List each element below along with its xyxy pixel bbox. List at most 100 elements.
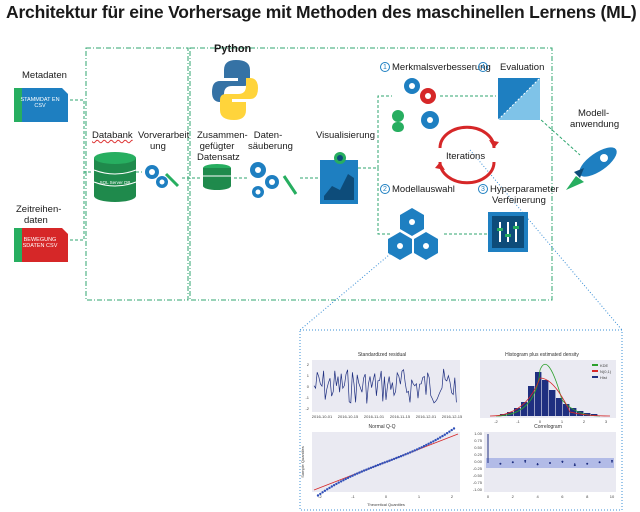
preprocessing-label-1: Vorverarbeit <box>138 130 190 141</box>
timeseries-label-2: daten <box>24 215 48 226</box>
residual-xtick: 2016-12-01 <box>416 414 437 419</box>
qq-point <box>418 447 421 450</box>
db-caption: SQL Server DB <box>99 180 131 185</box>
connector-metadata <box>70 99 92 173</box>
visualization-icon <box>320 152 358 204</box>
qq-xtick: -2 <box>318 494 322 499</box>
residual-plot-area <box>312 360 460 412</box>
merged-label-3: Datensatz <box>197 152 240 163</box>
metadata-doc: STAMMDAT EN CSV <box>20 97 60 109</box>
qq-point <box>390 458 393 461</box>
app-label-2: anwendung <box>570 119 620 130</box>
qq-point <box>349 475 352 478</box>
hist-bar <box>535 372 542 416</box>
qq-point <box>441 434 444 438</box>
qq-reference-line <box>313 433 459 491</box>
iterations-label: Iterations <box>446 151 486 162</box>
qq-point <box>376 463 380 467</box>
hist-legend-label: Hist <box>600 375 608 380</box>
residual-xtick: 2016-12-15 <box>442 414 463 419</box>
hyperparameter-label-2: Verfeinerung <box>492 195 546 206</box>
qq-ylabel: Sample Quantiles <box>300 446 305 478</box>
metadata-csv-icon <box>14 88 68 122</box>
corr-title: Correlogram <box>534 424 562 430</box>
merged-label-2: gefügter <box>199 141 235 152</box>
qq-point <box>351 474 354 477</box>
qq-point <box>402 454 405 457</box>
corr-xtick: 2 <box>512 494 515 499</box>
python-logo-icon <box>212 60 258 120</box>
hist-xtick: 2 <box>583 419 586 424</box>
qq-point <box>339 480 343 483</box>
qq-point <box>399 455 403 458</box>
residual-ytick: -1 <box>305 395 309 400</box>
qq-xtick: 2 <box>451 494 454 499</box>
hist-legend-swatch <box>592 364 598 366</box>
qq-point <box>383 461 386 464</box>
corr-xtick: 4 <box>536 494 539 499</box>
qq-title: Normal Q-Q <box>369 424 396 430</box>
qq-point <box>429 441 433 444</box>
qq-point <box>413 449 416 452</box>
connector-timeseries <box>70 172 85 241</box>
qq-point <box>452 427 456 430</box>
feature-gears-icon <box>392 78 439 132</box>
visualization-label: Visualisierung <box>316 130 375 141</box>
app-label-1: Modell- <box>578 108 610 119</box>
corr-point <box>499 462 502 465</box>
corr-ytick: 1.00 <box>474 431 483 436</box>
corr-ytick: 0.00 <box>474 459 483 464</box>
normal-curve <box>489 377 611 417</box>
qq-point <box>360 470 363 473</box>
qq-point <box>372 465 375 469</box>
qq-point <box>344 477 347 481</box>
corr-xtick: 0 <box>487 494 490 499</box>
corr-point <box>561 460 564 463</box>
qq-point <box>316 494 320 497</box>
qq-point <box>319 492 322 496</box>
python-frame <box>189 47 553 301</box>
qq-point <box>450 428 453 432</box>
qq-point <box>434 438 437 442</box>
qq-point <box>432 440 435 443</box>
cleaning-label-2: säuberung <box>248 141 293 152</box>
qq-point <box>330 485 333 488</box>
qq-point <box>362 469 366 472</box>
databank-label: Databank <box>92 130 133 141</box>
hist-bar <box>528 386 535 416</box>
hist-legend-swatch <box>592 376 598 378</box>
residual-xtick: 2016-10-01 <box>312 414 333 419</box>
corr-point <box>611 459 613 462</box>
hist-bar <box>500 414 507 416</box>
qq-point <box>427 442 430 445</box>
cleaning-label-1: Daten- <box>253 130 283 141</box>
qq-point <box>395 456 398 460</box>
timeseries-csv-icon <box>14 228 68 262</box>
qq-point <box>436 437 440 440</box>
qq-point <box>353 473 357 476</box>
qq-point <box>337 481 340 484</box>
qq-point <box>326 488 329 491</box>
connector-to-feature <box>358 95 392 169</box>
corr-ytick: 0.25 <box>474 452 483 457</box>
hist-xtick: 3 <box>605 419 608 424</box>
qq-point <box>445 432 449 435</box>
python-label: Python <box>214 43 252 55</box>
qq-point <box>346 476 350 480</box>
residual-ytick: -2 <box>305 406 309 411</box>
qq-xtick: 1 <box>418 494 421 499</box>
hist-xtick: -2 <box>494 419 498 424</box>
hist-bar <box>549 390 556 416</box>
metadata-label: Metadaten <box>22 70 67 81</box>
hist-legend-label: N(0,1) <box>600 369 612 374</box>
qq-point <box>358 471 361 474</box>
qq-point <box>415 448 419 451</box>
hist-bar <box>556 398 563 416</box>
qq-point <box>323 489 327 492</box>
qq-point <box>328 486 331 490</box>
corr-ytick: 0.50 <box>474 445 483 450</box>
corr-point <box>573 464 576 467</box>
cleaning-gears-icon <box>250 162 298 198</box>
